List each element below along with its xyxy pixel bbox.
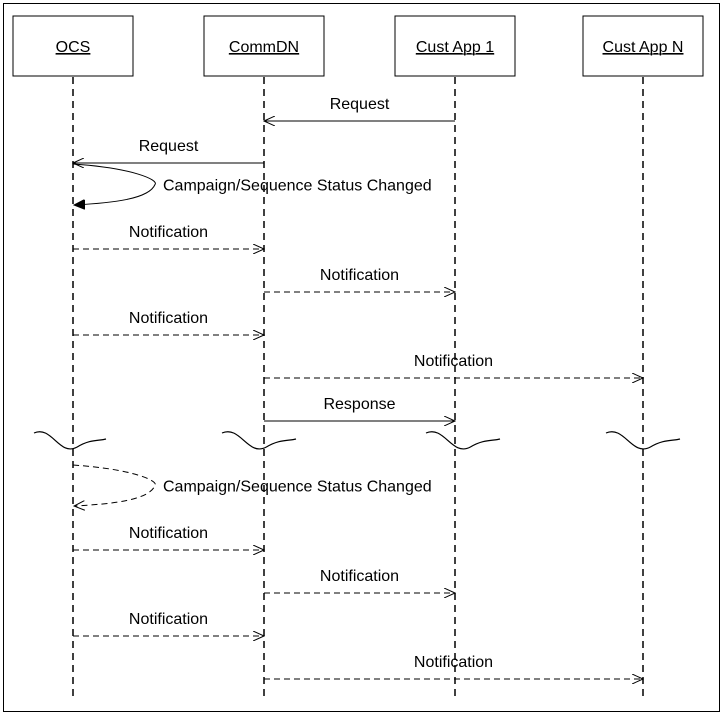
self-message-label: Campaign/Sequence Status Changed xyxy=(163,178,432,195)
message-label: Notification xyxy=(129,224,208,241)
time-break-mark xyxy=(33,431,107,450)
message-label: Response xyxy=(323,396,395,413)
message-label: Notification xyxy=(129,310,208,327)
self-message-label: Campaign/Sequence Status Changed xyxy=(163,479,432,496)
self-message-arrow xyxy=(73,163,156,205)
message-label: Notification xyxy=(414,353,493,370)
time-break-mark xyxy=(605,431,681,450)
message-label: Notification xyxy=(320,267,399,284)
message-label: Notification xyxy=(414,654,493,671)
actor-box-commdn xyxy=(203,15,325,77)
message-label: Notification xyxy=(129,525,208,542)
time-break-mark xyxy=(425,431,501,450)
message-label: Notification xyxy=(129,611,208,628)
actor-box-custappn xyxy=(582,15,704,77)
time-break-mark xyxy=(221,431,297,450)
actor-label-custappn: Cust App N xyxy=(603,39,684,56)
message-label: Request xyxy=(330,96,390,113)
actor-label-ocs: OCS xyxy=(56,39,91,56)
actor-box-ocs xyxy=(12,15,134,77)
self-message-arrow xyxy=(73,464,156,506)
actor-box-custapp1 xyxy=(394,15,516,77)
message-label: Request xyxy=(139,138,199,155)
actor-label-commdn: CommDN xyxy=(229,39,299,56)
message-label: Notification xyxy=(320,568,399,585)
lifelines xyxy=(72,77,644,700)
time-break-marks xyxy=(33,431,681,450)
diagram-frame xyxy=(3,3,720,712)
actor-label-custapp1: Cust App 1 xyxy=(416,39,494,56)
actor-boxes: OCS CommDN Cust App 1 Cust App N xyxy=(12,15,704,77)
